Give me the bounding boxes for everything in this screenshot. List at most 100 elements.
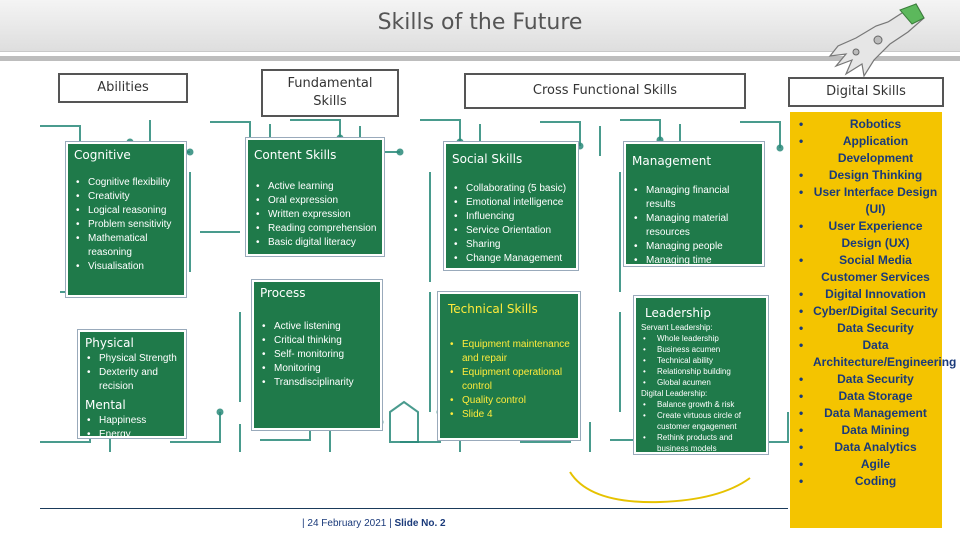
social-skills-title: Social Skills	[452, 152, 523, 166]
list-item: Energy	[85, 428, 179, 436]
list-item: Basic digital literacy	[254, 236, 376, 250]
digital-skills-label: Digital Skills	[826, 83, 906, 99]
list-item: Data Storage	[794, 388, 938, 405]
list-item: Social Media Customer Services	[794, 252, 938, 286]
robot-hand-icon	[828, 3, 925, 78]
list-item: Active listening	[260, 320, 374, 334]
list-item: Create virtuous circle of customer engag…	[641, 410, 761, 432]
cognitive-box: Cognitive Cognitive flexibility Creativi…	[66, 142, 186, 297]
list-item: Application Development	[794, 133, 938, 167]
list-item: Cyber/Digital Security	[794, 303, 938, 320]
list-item: Physical Strength	[85, 352, 179, 366]
list-item: Oral expression	[254, 194, 376, 208]
footer: | 24 February 2021 | Slide No. 2	[302, 518, 446, 529]
list-item: Happiness	[85, 414, 179, 428]
list-item: Relationship building	[641, 366, 761, 377]
list-item: Managing material resources	[632, 212, 756, 240]
list-item: Dexterity and recision	[85, 366, 179, 394]
footer-divider	[40, 508, 788, 509]
technical-skills-list: Equipment maintenance and repair Equipme…	[448, 338, 570, 422]
list-item: Change Management	[452, 252, 570, 266]
digital-leadership-list: Balance growth & risk Create virtuous ci…	[641, 399, 761, 452]
social-skills-box: Social Skills Collaborating (5 basic) Em…	[444, 142, 578, 270]
list-item: Data Analytics	[794, 439, 938, 456]
list-item: User Experience Design (UX)	[794, 218, 938, 252]
list-item: Equipment operational control	[448, 366, 570, 394]
abilities-header: Abilities	[58, 73, 188, 103]
footer-date: | 24 February 2021 |	[302, 518, 392, 529]
list-item: Robotics	[794, 116, 938, 133]
servant-leadership-label: Servant Leadership:	[641, 323, 713, 332]
fundamental-skills-header: Fundamental Skills	[261, 69, 399, 117]
leadership-box: Leadership Servant Leadership: Whole lea…	[634, 296, 768, 454]
cross-functional-header: Cross Functional Skills	[464, 73, 746, 109]
list-item: Written expression	[254, 208, 376, 222]
mental-title: Mental	[85, 398, 126, 412]
content-skills-title: Content Skills	[254, 148, 337, 162]
list-item: Problem sensitivity	[74, 218, 178, 232]
list-item: Mathematical reasoning	[74, 232, 178, 260]
list-item: Technical ability	[641, 355, 761, 366]
mental-list: Happiness Energy	[85, 414, 179, 436]
abilities-label: Abilities	[97, 79, 149, 95]
digital-skills-header: Digital Skills	[788, 77, 944, 107]
list-item: Transdisciplinarity	[260, 376, 374, 390]
list-item: Data Security	[794, 320, 938, 337]
list-item: Managing time	[632, 254, 756, 264]
list-item: Service Orientation	[452, 224, 570, 238]
list-item: Data Mining	[794, 422, 938, 439]
title-bar	[0, 0, 960, 52]
list-item: Rethink products and business models	[641, 432, 761, 452]
physical-list: Physical Strength Dexterity and recision	[85, 352, 179, 394]
list-item: Monitoring	[260, 362, 374, 376]
list-item: Quality control	[448, 394, 570, 408]
management-title: Management	[632, 154, 712, 168]
digital-skills-list: Robotics Application Development Design …	[790, 112, 956, 528]
list-item: Global acumen	[641, 377, 761, 388]
slide-number: Slide No. 2	[394, 518, 446, 529]
list-item: Logical reasoning	[74, 204, 178, 218]
list-item: Collaborating (5 basic)	[452, 182, 570, 196]
list-item: Business acumen	[641, 344, 761, 355]
list-item: Balance growth & risk	[641, 399, 761, 410]
list-item: Whole leadership	[641, 333, 761, 344]
process-title: Process	[260, 286, 306, 300]
slide-title: Skills of the Future	[377, 10, 583, 35]
decorative-arc	[569, 471, 751, 504]
cognitive-list: Cognitive flexibility Creativity Logical…	[74, 176, 178, 274]
list-item: Influencing	[452, 210, 570, 224]
list-item: Design Thinking	[794, 167, 938, 184]
list-item: Data Architecture/Engineering	[794, 337, 956, 371]
social-skills-list: Collaborating (5 basic) Emotional intell…	[452, 182, 570, 266]
list-item: Coding	[794, 473, 938, 490]
list-item: Digital Innovation	[794, 286, 938, 303]
physical-box: Physical Physical Strength Dexterity and…	[78, 330, 186, 438]
management-box: Management Managing financial results Ma…	[624, 142, 764, 266]
servant-leadership-list: Whole leadership Business acumen Technic…	[641, 333, 761, 388]
list-item: Emotional intelligence	[452, 196, 570, 210]
cognitive-title: Cognitive	[74, 148, 131, 162]
technical-skills-title: Technical Skills	[448, 302, 538, 316]
list-item: Managing financial results	[632, 184, 756, 212]
list-item: Critical thinking	[260, 334, 374, 348]
physical-title: Physical	[85, 336, 134, 350]
leadership-title: Leadership	[645, 306, 711, 320]
list-item: Reading comprehension	[254, 222, 376, 236]
digital-leadership-label: Digital Leadership:	[641, 389, 708, 398]
cross-functional-label: Cross Functional Skills	[532, 82, 678, 98]
list-item: Cognitive flexibility	[74, 176, 178, 190]
process-list: Active listening Critical thinking Self-…	[260, 320, 374, 390]
list-item: Managing people	[632, 240, 756, 254]
list-item: Sharing	[452, 238, 570, 252]
list-item: Visualisation	[74, 260, 178, 274]
list-item: Data Security	[794, 371, 938, 388]
list-item: Data Management	[794, 405, 938, 422]
content-skills-box: Content Skills Active learning Oral expr…	[246, 138, 384, 256]
title-stripe	[0, 56, 960, 61]
list-item: Active learning	[254, 180, 376, 194]
content-skills-list: Active learning Oral expression Written …	[254, 180, 376, 250]
list-item: Self- monitoring	[260, 348, 374, 362]
list-item: User Interface Design (UI)	[794, 184, 938, 218]
technical-skills-box: Technical Skills Equipment maintenance a…	[438, 292, 580, 440]
fundamental-skills-label: Fundamental Skills	[287, 75, 373, 109]
